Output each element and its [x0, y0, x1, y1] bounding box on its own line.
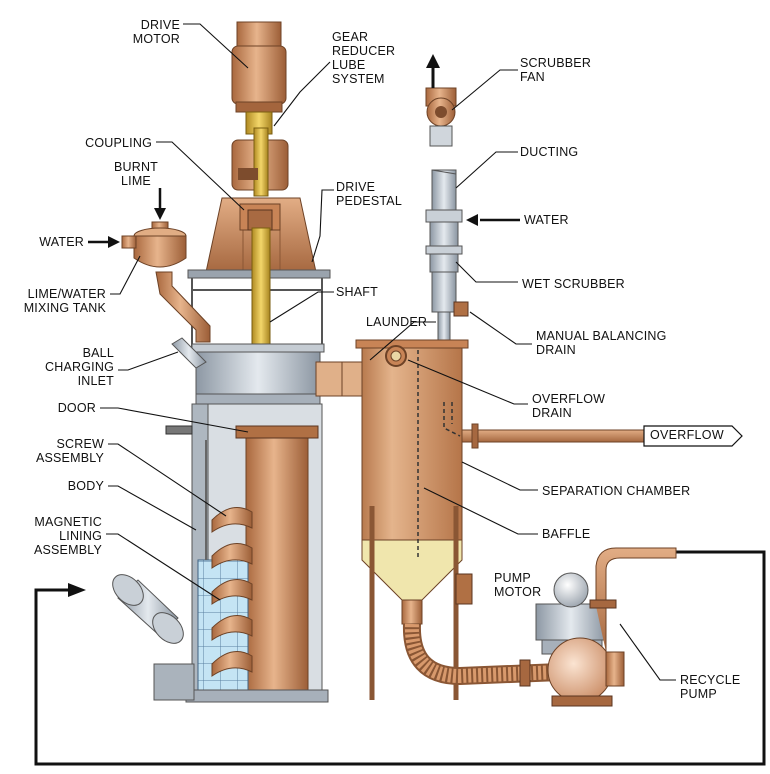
pump-motor: [553, 572, 589, 608]
label-wet-scrubber: WET SCRUBBER: [522, 277, 625, 291]
leader-lines: [100, 23, 676, 681]
water-inlet-arrow: [88, 236, 120, 248]
label-ducting: DUCTING: [520, 145, 579, 159]
label-magnetic-lining-assembly: MAGNETIC LINING ASSEMBLY: [33, 515, 102, 557]
wet-scrubber: [425, 209, 469, 345]
label-water-left: WATER: [39, 235, 84, 249]
recycle-loop-arrowhead: [68, 583, 86, 597]
recycle-loop-line: [34, 550, 766, 766]
recycle-pump: [535, 547, 677, 707]
scrubber-exhaust-arrow: [426, 54, 440, 88]
label-burnt-lime: BURNT LIME: [113, 160, 159, 188]
scrubber-fan: [425, 87, 457, 147]
label-separation-chamber: SEPARATION CHAMBER: [542, 484, 691, 498]
label-screw-assembly: SCREW ASSEMBLY: [35, 437, 104, 465]
overflow-outlet-pipe: [461, 423, 645, 449]
label-overflow-drain: OVERFLOW DRAIN: [532, 392, 606, 420]
lime-water-mixing-tank: [121, 221, 211, 343]
label-coupling: COUPLING: [85, 136, 152, 150]
label-door: DOOR: [57, 401, 96, 415]
burnt-lime-arrow: [154, 188, 166, 220]
label-drive-pedestal: DRIVE PEDESTAL: [336, 180, 402, 208]
label-scrubber-fan: SCRUBBER FAN: [520, 56, 592, 84]
label-water-right: WATER: [524, 213, 569, 227]
label-recycle-pump: RECYCLE PUMP: [680, 673, 741, 701]
flex-hose: [402, 623, 561, 687]
overflow-arrow-box: [643, 425, 743, 447]
label-shaft: SHAFT: [336, 285, 378, 299]
screw-assembly: [211, 507, 253, 677]
drive-motor: [231, 21, 287, 113]
internal-overflow-pipe: [443, 402, 461, 437]
label-gear-reducer: GEAR REDUCER LUBE SYSTEM: [332, 30, 396, 86]
label-body: BODY: [67, 479, 104, 493]
separation-chamber: [355, 339, 473, 700]
label-overflow: OVERFLOW: [650, 428, 724, 442]
gear-reducer: [231, 111, 289, 197]
launder: [315, 361, 369, 397]
ducting: [431, 169, 457, 211]
coupling: [247, 209, 273, 231]
scrubber-water-arrow: [466, 214, 520, 226]
label-baffle: BAFFLE: [542, 527, 591, 541]
label-ball-charging-inlet: BALL CHARGING INLET: [45, 346, 114, 388]
label-lime-water-mixing-tank: LIME/WATER MIXING TANK: [23, 287, 106, 315]
overflow-drain-ring: [385, 345, 407, 367]
mill-body: [153, 337, 329, 703]
label-manual-balancing-drain: MANUAL BALANCING DRAIN: [536, 329, 667, 357]
label-drive-motor: DRIVE MOTOR: [132, 18, 180, 46]
label-launder: LAUNDER: [366, 315, 428, 329]
label-pump-motor: PUMP MOTOR: [494, 571, 542, 599]
discharge-valve: [112, 574, 184, 644]
